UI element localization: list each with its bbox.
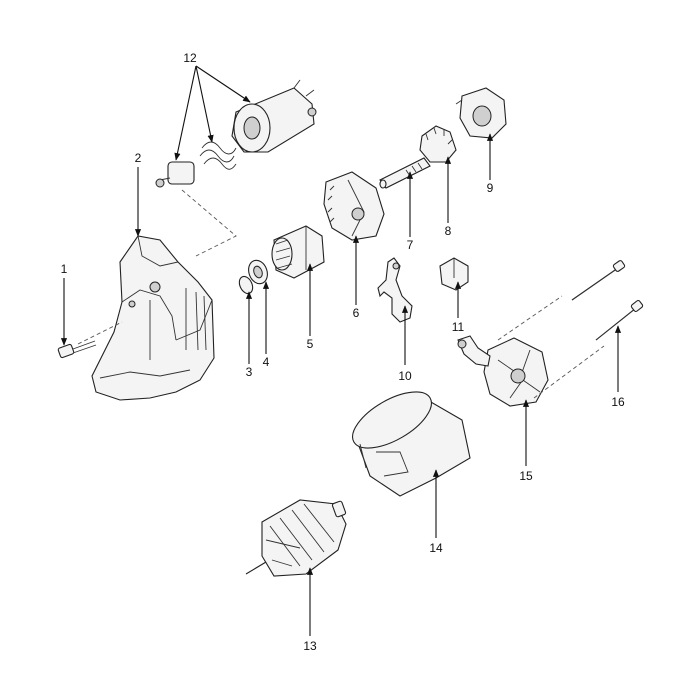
callout-1: 1 (61, 262, 68, 276)
callout-labels: 1 2 3 4 5 6 7 8 9 10 11 12 13 14 15 16 (61, 51, 625, 653)
leader-12a (174, 65, 197, 161)
part-12-solenoid-assembly (155, 79, 317, 188)
callout-15: 15 (519, 469, 533, 483)
callout-11: 11 (452, 320, 465, 334)
assembly-axis-lines (77, 189, 605, 399)
callout-2: 2 (135, 151, 142, 165)
part-6-planetary-gear-set (323, 171, 385, 241)
callout-5: 5 (307, 337, 314, 351)
part-16-through-bolts (571, 260, 644, 341)
callout-8: 8 (445, 224, 452, 238)
leader-lines (60, 65, 622, 636)
callout-12: 12 (183, 51, 197, 65)
callout-14: 14 (429, 541, 443, 555)
callout-9: 9 (487, 181, 494, 195)
callout-3: 3 (246, 365, 253, 379)
part-15-brush-holder (457, 335, 549, 407)
leader-12c (195, 65, 251, 103)
part-1-bolt (57, 340, 97, 359)
part-4-stop-collar (248, 259, 268, 285)
callout-7: 7 (407, 238, 414, 252)
callout-4: 4 (263, 355, 270, 369)
part-5-overrunning-clutch (271, 225, 325, 279)
part-2-front-housing (91, 235, 215, 401)
part-11-plate (439, 257, 469, 291)
callout-16: 16 (611, 395, 625, 409)
part-9-bearing-cover (455, 87, 507, 139)
part-13-armature (245, 499, 347, 577)
callout-6: 6 (353, 306, 360, 320)
leader-12b (195, 65, 214, 143)
callout-10: 10 (398, 369, 412, 383)
part-7-pinion-shaft (379, 157, 431, 189)
part-8-gear (419, 125, 457, 163)
part-10-shift-lever (377, 257, 413, 323)
callout-13: 13 (303, 639, 317, 653)
part-14-yoke (352, 391, 471, 497)
